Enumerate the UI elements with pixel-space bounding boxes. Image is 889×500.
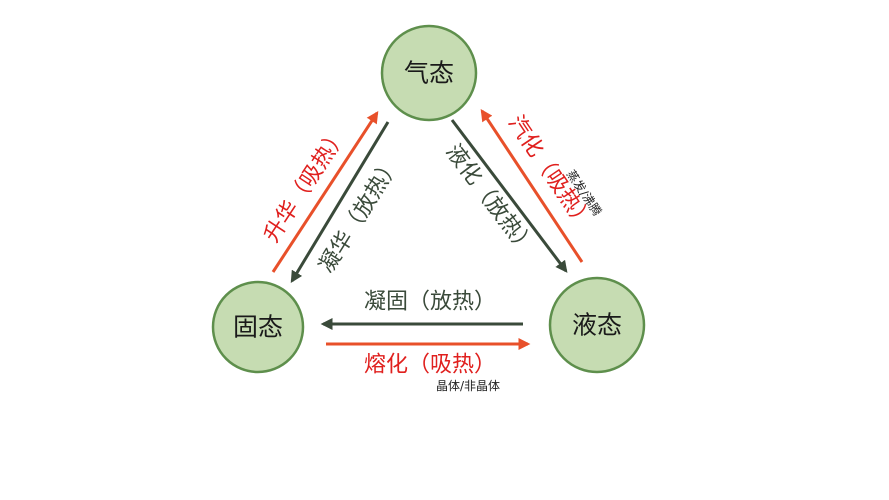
liquefaction-arrow (450, 119, 568, 273)
solid-label: 固态 (233, 313, 283, 342)
vaporization-arrow (480, 108, 584, 263)
solid-node: 固态 (211, 280, 305, 374)
gas-label: 气态 (404, 59, 454, 88)
liquid-node: 液态 (548, 276, 646, 374)
gas-node: 气态 (380, 24, 478, 122)
melting-label: 熔化（吸热） (364, 353, 496, 378)
deposition-arrow (290, 121, 390, 284)
sublimation-arrow (271, 110, 379, 273)
solidification-label: 凝固（放热） (364, 290, 496, 315)
melting-note: 晶体/非晶体 (436, 379, 500, 393)
liquid-label: 液态 (572, 311, 622, 340)
